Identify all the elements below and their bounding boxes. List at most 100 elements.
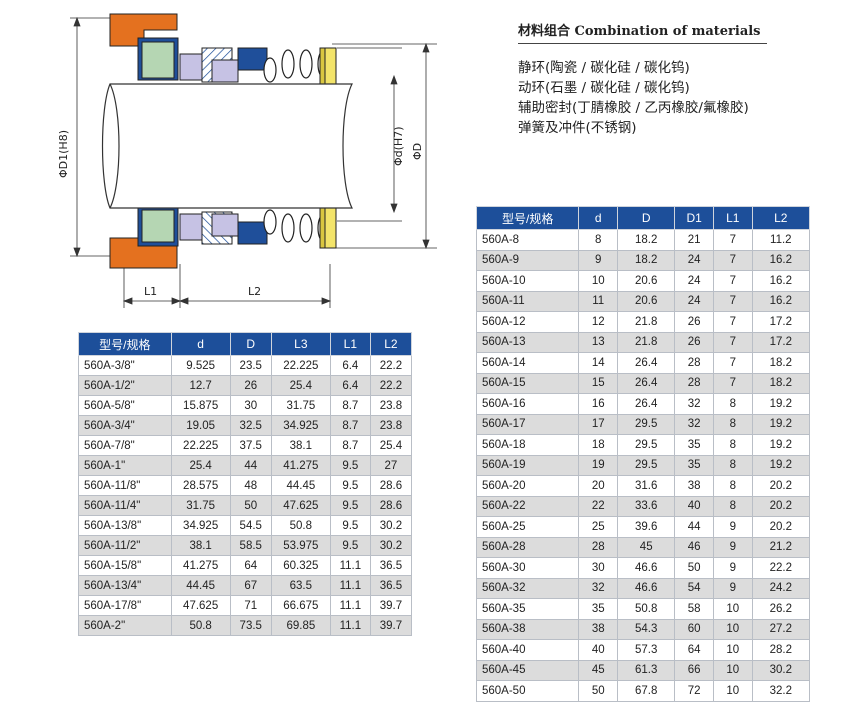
value-cell: 53.975 (270, 535, 331, 556)
value-cell: 24.2 (751, 577, 811, 599)
model-cell: 560A-20 (475, 475, 580, 497)
material-line: 静环(陶瓷 / 碳化硅 / 碳化钨) (518, 60, 690, 76)
value-cell: 13 (578, 331, 619, 353)
rotating-ring-assembly (179, 47, 268, 245)
value-cell: 8.7 (329, 415, 371, 436)
value-cell: 9.5 (329, 515, 371, 536)
value-cell: 26 (229, 375, 272, 396)
value-cell: 22.2 (369, 355, 413, 376)
value-cell: 22.225 (170, 435, 231, 456)
value-cell: 22.225 (270, 355, 331, 376)
model-cell: 560A-11/4" (78, 495, 172, 516)
value-cell: 33.6 (617, 495, 676, 517)
value-cell: 28.6 (369, 495, 413, 516)
column-header: L1 (713, 206, 753, 230)
value-cell: 38 (674, 475, 714, 497)
material-line: 弹簧及冲件(不锈钢) (518, 120, 637, 136)
value-cell: 7 (713, 290, 753, 312)
value-cell: 10 (713, 639, 753, 661)
value-cell: 29.5 (617, 413, 676, 435)
value-cell: 7 (713, 229, 753, 251)
value-cell: 11.1 (329, 575, 371, 596)
value-cell: 34.925 (270, 415, 331, 436)
value-cell: 12 (578, 311, 619, 333)
value-cell: 20.6 (617, 290, 676, 312)
model-cell: 560A-10 (475, 270, 580, 292)
value-cell: 21 (674, 229, 714, 251)
value-cell: 73.5 (229, 615, 272, 636)
value-cell: 8 (713, 475, 753, 497)
value-cell: 20.2 (751, 475, 811, 497)
value-cell: 50 (578, 680, 619, 702)
value-cell: 19.05 (170, 415, 231, 436)
material-line: 辅助密封(丁腈橡胶 / 乙丙橡胶/氟橡胶) (518, 100, 749, 116)
value-cell: 39.7 (369, 595, 413, 616)
value-cell: 41.275 (170, 555, 231, 576)
value-cell: 54.5 (229, 515, 272, 536)
value-cell: 64 (674, 639, 714, 661)
value-cell: 8.7 (329, 435, 371, 456)
value-cell: 28 (674, 372, 714, 394)
label-l1: L1 (144, 285, 157, 298)
model-cell: 560A-13/8" (78, 515, 172, 536)
value-cell: 9.5 (329, 475, 371, 496)
value-cell: 45 (617, 536, 676, 558)
value-cell: 35 (578, 598, 619, 620)
value-cell: 38 (578, 618, 619, 640)
model-cell: 560A-16 (475, 393, 580, 415)
value-cell: 61.3 (617, 659, 676, 681)
value-cell: 50 (229, 495, 272, 516)
column-header: d (578, 206, 619, 230)
column-header: D1 (674, 206, 714, 230)
value-cell: 26.4 (617, 352, 676, 374)
value-cell: 30 (229, 395, 272, 416)
value-cell: 44 (674, 516, 714, 538)
value-cell: 69.85 (270, 615, 331, 636)
value-cell: 39.7 (369, 615, 413, 636)
column-header: L2 (751, 206, 811, 230)
value-cell: 9 (713, 557, 753, 579)
dimension-lines (70, 16, 437, 308)
model-cell: 560A-11/2" (78, 535, 172, 556)
column-header: D (229, 332, 272, 356)
value-cell: 38.1 (270, 435, 331, 456)
value-cell: 18 (578, 434, 619, 456)
material-line: 动环(石墨 / 碳化硅 / 碳化钨) (518, 80, 690, 96)
value-cell: 25.4 (170, 455, 231, 476)
value-cell: 19.2 (751, 393, 811, 415)
value-cell: 39.6 (617, 516, 676, 538)
value-cell: 20 (578, 475, 619, 497)
value-cell: 50 (674, 557, 714, 579)
value-cell: 30 (578, 557, 619, 579)
value-cell: 6.4 (329, 375, 371, 396)
model-cell: 560A-45 (475, 659, 580, 681)
value-cell: 24 (674, 249, 714, 271)
value-cell: 20.2 (751, 516, 811, 538)
value-cell: 21.8 (617, 331, 676, 353)
value-cell: 11.2 (751, 229, 811, 251)
value-cell: 6.4 (329, 355, 371, 376)
model-cell: 560A-11/8" (78, 475, 172, 496)
value-cell: 19.2 (751, 413, 811, 435)
model-cell: 560A-17 (475, 413, 580, 435)
value-cell: 28 (674, 352, 714, 374)
value-cell: 16 (578, 393, 619, 415)
value-cell: 32 (578, 577, 619, 599)
column-header: d (170, 332, 231, 356)
